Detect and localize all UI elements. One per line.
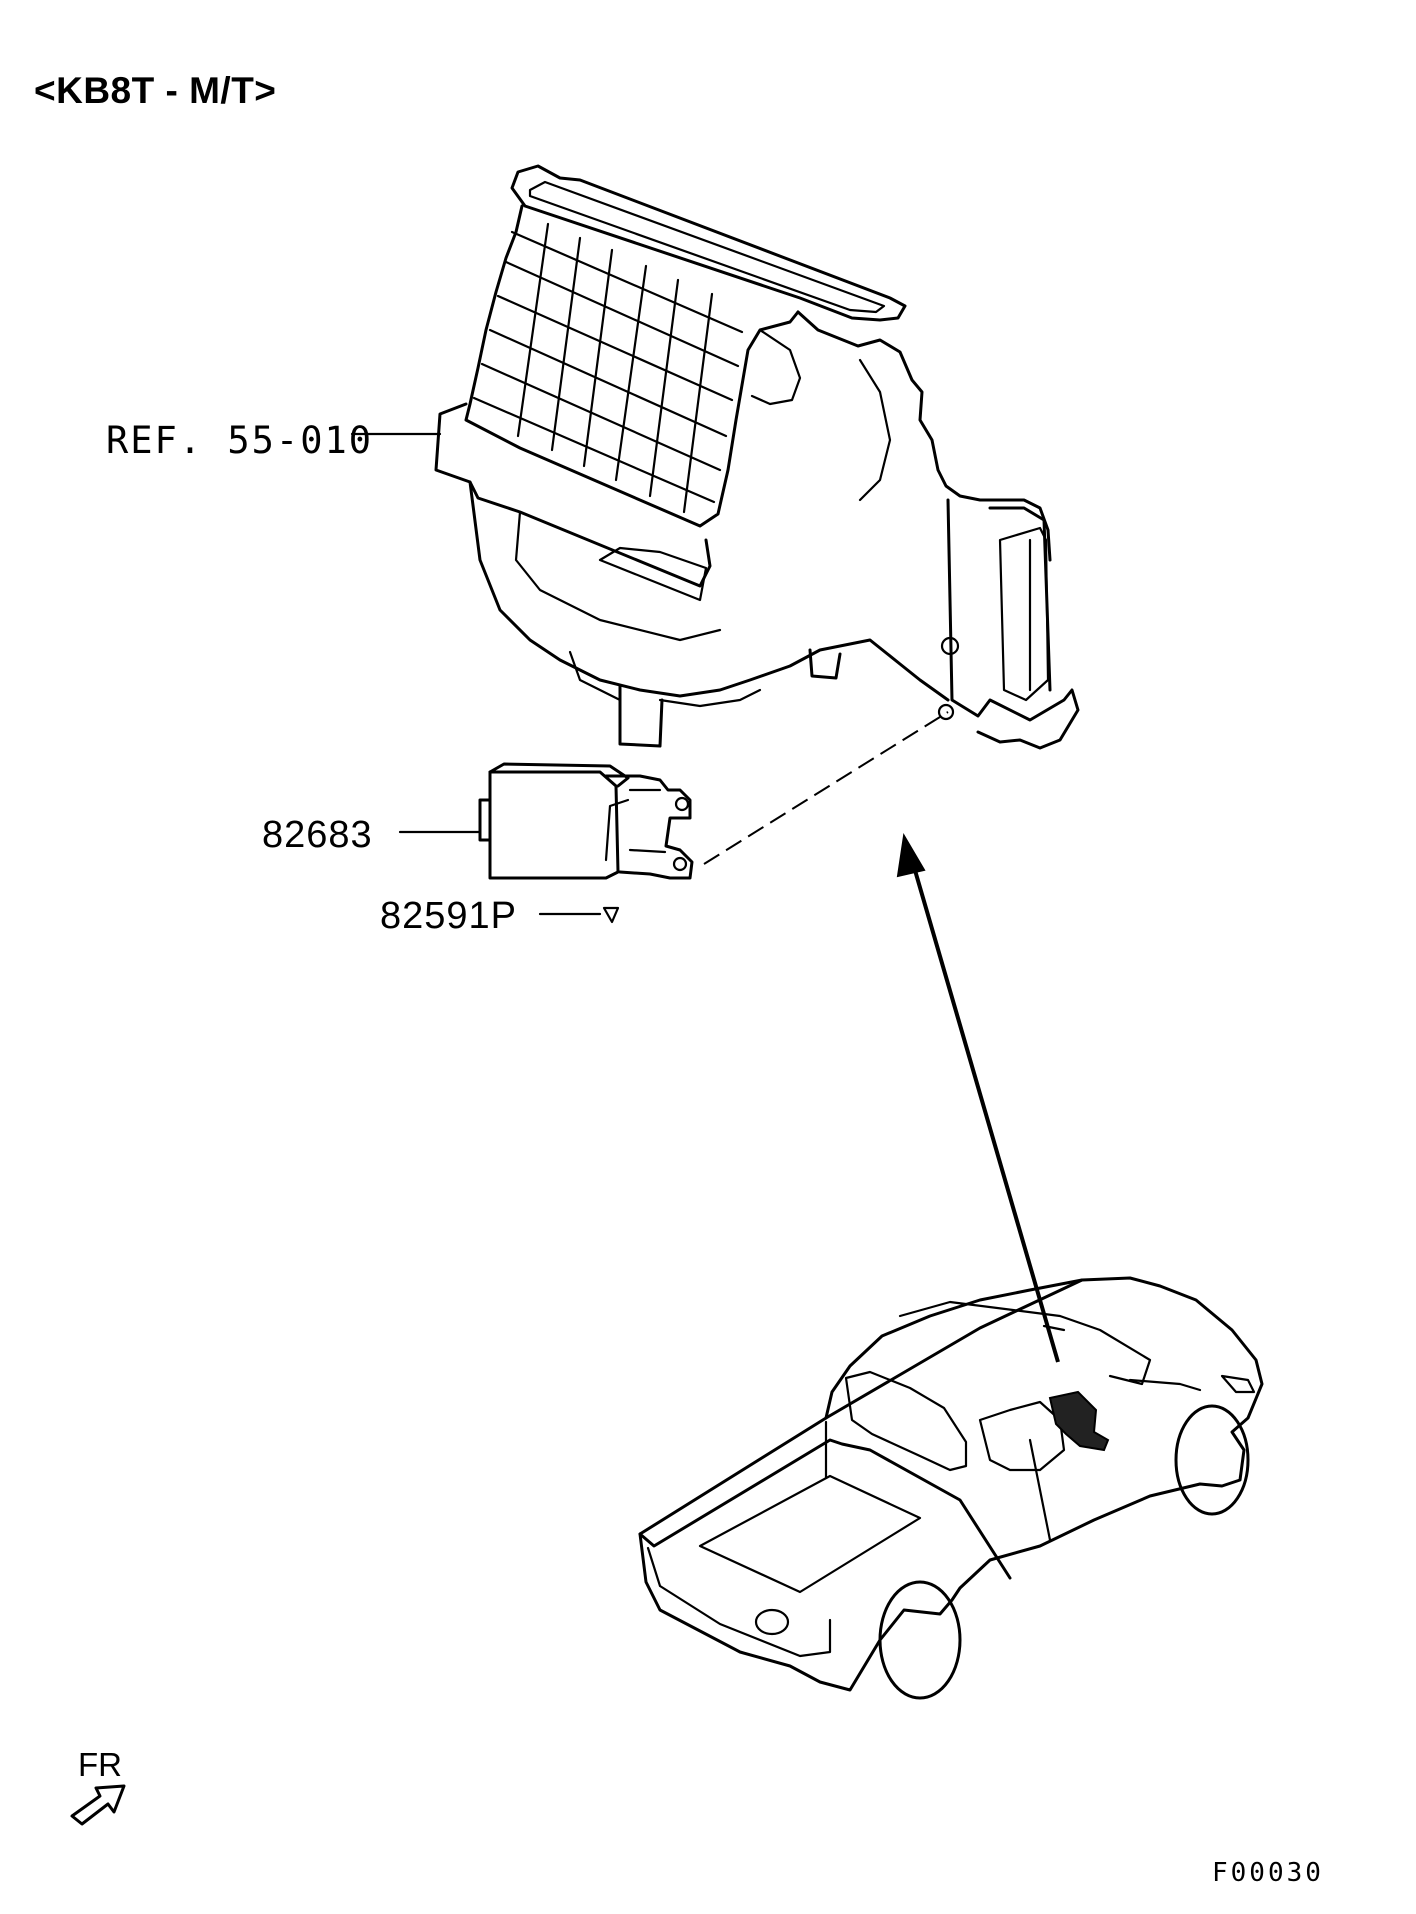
- diagram-title: <KB8T - M/T>: [34, 70, 277, 111]
- front-label: FR: [78, 1746, 122, 1783]
- callout-part-82591P: 82591P: [380, 895, 518, 937]
- location-arrow: [896, 833, 1060, 1363]
- callout-part-82683: 82683: [262, 814, 373, 856]
- figure-code: F00030: [1212, 1858, 1324, 1888]
- install-dashed-line: [703, 711, 949, 865]
- vehicle-outline: [638, 1276, 1264, 1700]
- callout-ref-55-010: REF. 55-010: [106, 419, 374, 462]
- screw-82591P: [538, 906, 620, 924]
- heater-unit-assembly: [434, 164, 1080, 750]
- control-unit-82683: [478, 762, 694, 880]
- front-direction-arrow-icon: [70, 1784, 126, 1826]
